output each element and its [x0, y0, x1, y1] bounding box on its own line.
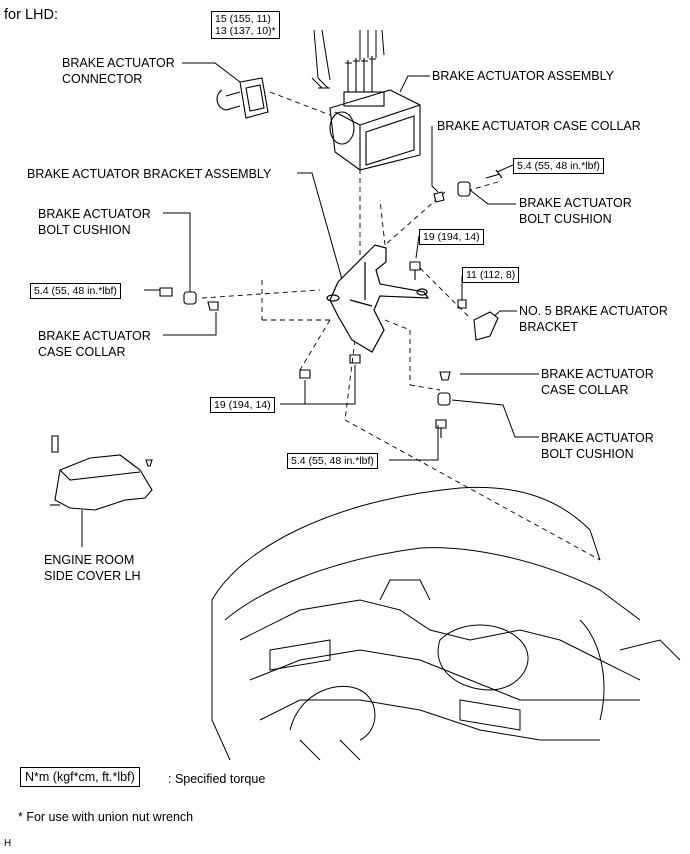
- label-actuator-assembly: BRAKE ACTUATOR ASSEMBLY: [432, 69, 615, 83]
- label-line: NO. 5 BRAKE ACTUATOR: [519, 304, 668, 318]
- footnote: * For use with union nut wrench: [18, 810, 194, 824]
- dashed-lines: [201, 91, 601, 561]
- label-line: BRAKE ACTUATOR: [541, 367, 654, 381]
- label-line: BRACKET: [519, 320, 579, 334]
- leader-lines: [81, 29, 539, 547]
- bracket-assembly: [326, 244, 430, 353]
- legend-unit-box: N*m (kgf*cm, ft.*lbf): [20, 767, 140, 787]
- label-line: BRAKE ACTUATOR: [38, 207, 151, 221]
- actuator-assembly: [329, 56, 421, 171]
- actuator-connector: [216, 77, 269, 119]
- torque-box-top: 15 (155, 11) 13 (137, 10)*: [211, 11, 280, 39]
- label-engine-cover: ENGINE ROOM SIDE COVER LH: [44, 552, 141, 584]
- label-bolt-cushion-low: BRAKE ACTUATOR BOLT CUSHION: [541, 430, 654, 462]
- label-line: BRAKE ACTUATOR: [62, 56, 175, 70]
- torque-box-mid: 19 (194, 14): [419, 229, 484, 245]
- label-bolt-cushion-right: BRAKE ACTUATOR BOLT CUSHION: [519, 195, 632, 227]
- label-bracket-assembly: BRAKE ACTUATOR BRACKET ASSEMBLY: [27, 167, 272, 181]
- torque-box-no5: 11 (112, 8): [462, 267, 520, 283]
- label-bolt-cushion-left: BRAKE ACTUATOR BOLT CUSHION: [38, 206, 151, 238]
- engine-compartment: [211, 486, 681, 761]
- legend-unit-desc: : Specified torque: [168, 772, 266, 786]
- label-line: SIDE COVER LH: [44, 569, 141, 583]
- label-line: BOLT CUSHION: [541, 447, 634, 461]
- label-line: BRAKE ACTUATOR: [38, 329, 151, 343]
- torque-top-line1: 15 (155, 11): [215, 13, 271, 25]
- label-actuator-connector: BRAKE ACTUATOR CONNECTOR: [62, 55, 175, 87]
- torque-box-bottom-left: 19 (194, 14): [210, 397, 275, 413]
- label-line: BOLT CUSHION: [519, 212, 612, 226]
- label-line: BRAKE ACTUATOR: [519, 196, 632, 210]
- label-line: BRAKE ACTUATOR: [541, 431, 654, 445]
- label-case-collar-left: BRAKE ACTUATOR CASE COLLAR: [38, 328, 151, 360]
- engine-room-side-cover: [50, 435, 153, 511]
- label-line: CASE COLLAR: [38, 345, 126, 359]
- small-parts: [159, 169, 503, 438]
- corner-code: H: [4, 838, 12, 849]
- label-case-collar-top: BRAKE ACTUATOR CASE COLLAR: [437, 119, 641, 133]
- label-line: BOLT CUSHION: [38, 223, 131, 237]
- torque-top-line2: 13 (137, 10)*: [215, 25, 276, 37]
- label-no5-bracket: NO. 5 BRAKE ACTUATOR BRACKET: [519, 303, 668, 335]
- label-line: CASE COLLAR: [541, 383, 629, 397]
- torque-box-left: 5.4 (55, 48 in.*lbf): [30, 283, 121, 299]
- brake-pipes: [311, 77, 330, 89]
- label-case-collar-right: BRAKE ACTUATOR CASE COLLAR: [541, 366, 654, 398]
- label-line: ENGINE ROOM: [44, 553, 135, 567]
- torque-box-right-top: 5.4 (55, 48 in.*lbf): [513, 158, 604, 174]
- torque-box-bottom: 5.4 (55, 48 in.*lbf): [287, 453, 378, 469]
- label-line: CONNECTOR: [62, 72, 143, 86]
- diagram-title: for LHD:: [4, 7, 58, 23]
